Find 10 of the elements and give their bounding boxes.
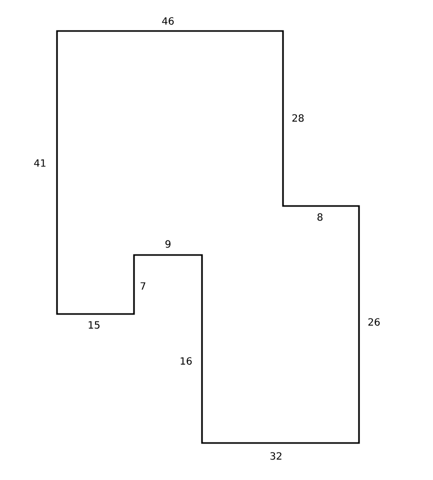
dimension-label: 41 [34,159,46,167]
dimension-label: 46 [162,17,174,25]
dimension-label: 8 [317,213,322,221]
dimension-label: 32 [270,452,282,460]
dimension-label: 9 [165,240,170,248]
dimension-label: 26 [368,318,380,326]
dimension-label: 7 [140,282,146,290]
dimension-label: 28 [292,114,304,122]
dimension-label: 16 [180,357,192,365]
dimension-label: 15 [88,321,100,329]
